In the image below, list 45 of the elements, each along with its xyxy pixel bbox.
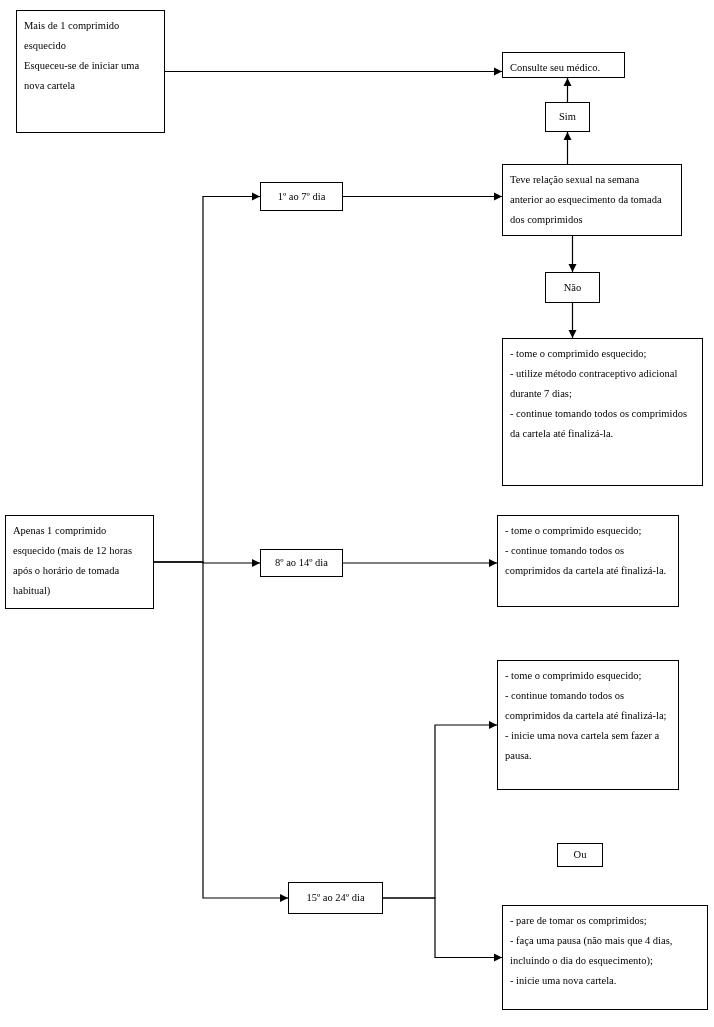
process-box	[16, 10, 165, 133]
box-text: Mais de 1 comprimido esquecido	[24, 19, 121, 53]
box-text: - tome o comprimido esquecido;	[505, 669, 643, 683]
box-text: 15º ao 24º dia	[305, 891, 366, 905]
arrow	[342, 192, 503, 201]
process-box	[260, 549, 343, 577]
box-text: Teve relação sexual na semana anterior ao esquecimento da tomada dos comprimidos	[510, 173, 663, 227]
process-box	[502, 52, 625, 78]
arrow	[382, 897, 503, 962]
box-text: Esqueceu-se de iniciar uma nova cartela	[24, 59, 141, 93]
process-box	[557, 843, 603, 867]
box-text: - continue tomando todos os comprimidos da cartela até finalizá-la.	[510, 407, 689, 441]
box-text: Apenas 1 comprimido esquecido (mais de 12 horas após o horário de tomada habitual)	[13, 524, 133, 598]
process-box	[502, 338, 703, 486]
box-text: Sim	[558, 110, 577, 124]
process-box	[5, 515, 154, 609]
box-text: - tome o comprimido esquecido;	[510, 347, 648, 361]
box-text: - pare de tomar os comprimidos;	[510, 914, 648, 928]
box-text: - tome o comprimido esquecido;	[505, 524, 643, 538]
box-text: - continue tomando todos os comprimidos da cartela até finalizá-la;	[505, 689, 668, 723]
box-text: - utilize método contraceptivo adicional durante 7 dias;	[510, 367, 679, 401]
process-box	[545, 102, 590, 132]
box-text: - inicie uma nova cartela sem fazer a pausa.	[505, 729, 661, 763]
box-text: Não	[562, 280, 583, 295]
arrow	[568, 235, 577, 273]
arrow	[342, 558, 498, 568]
arrow	[164, 67, 503, 76]
box-text: Ou	[572, 848, 588, 862]
box-text: Consulte seu médico.	[510, 61, 602, 75]
box-text: - inicie uma nova cartela.	[510, 974, 618, 988]
arrow	[153, 561, 289, 903]
box-text: 1º ao 7º dia	[276, 189, 327, 204]
process-box	[502, 164, 682, 236]
box-text: 8º ao 14º dia	[274, 556, 329, 570]
process-box	[502, 905, 708, 1010]
process-box	[497, 660, 679, 790]
process-box	[545, 272, 600, 303]
arrow	[568, 302, 577, 339]
process-box	[260, 182, 343, 211]
arrow	[563, 77, 572, 103]
arrow	[563, 131, 572, 165]
box-text: - continue tomando todos os comprimidos da cartela até finalizá-la.	[505, 544, 668, 578]
process-box	[497, 515, 679, 607]
box-text: - faça uma pausa (não mais que 4 dias, incluindo o dia do esquecimento);	[510, 934, 674, 968]
process-box	[288, 882, 383, 914]
